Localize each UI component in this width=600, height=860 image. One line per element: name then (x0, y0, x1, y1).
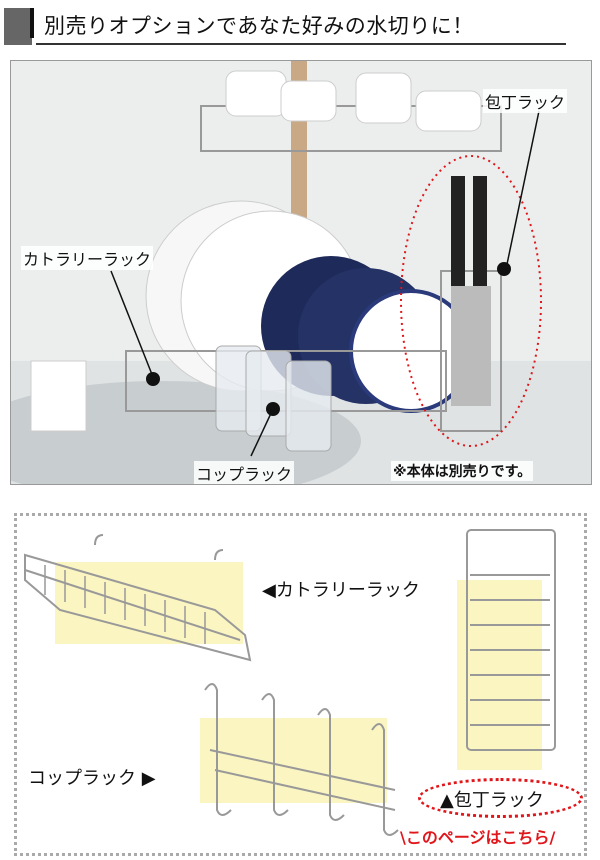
product-cup-rack-label[interactable]: コップラック ▶ (28, 768, 156, 789)
page-title: 別売りオプションであなた好みの水切りに！ (44, 14, 474, 38)
label-knife-rack: 包丁ラック (483, 89, 568, 113)
product-photo: 包丁ラック カトラリーラック コップラック ※本体は別売りです。 (10, 60, 592, 485)
product-line-drawings (24, 529, 556, 836)
label-cutlery-rack: カトラリーラック (21, 246, 154, 270)
dish-rack-illustration (11, 61, 591, 484)
header-underline (36, 43, 566, 45)
highlight-cup (200, 718, 387, 803)
sold-separately-note: ※本体は別売りです。 (391, 461, 534, 481)
product-cutlery-rack-label[interactable]: ◀カトラリーラック (262, 580, 420, 601)
label-cup-rack: コップラック (194, 461, 295, 484)
product-knife-rack-link[interactable]: ▲包丁ラック (440, 790, 544, 811)
header-marker-accent (30, 8, 34, 38)
this-page-link[interactable]: \このページはこちら/ (400, 828, 556, 847)
options-panel (14, 513, 587, 856)
header-marker (4, 8, 32, 45)
knife-rack-highlight-ellipse (418, 778, 583, 818)
